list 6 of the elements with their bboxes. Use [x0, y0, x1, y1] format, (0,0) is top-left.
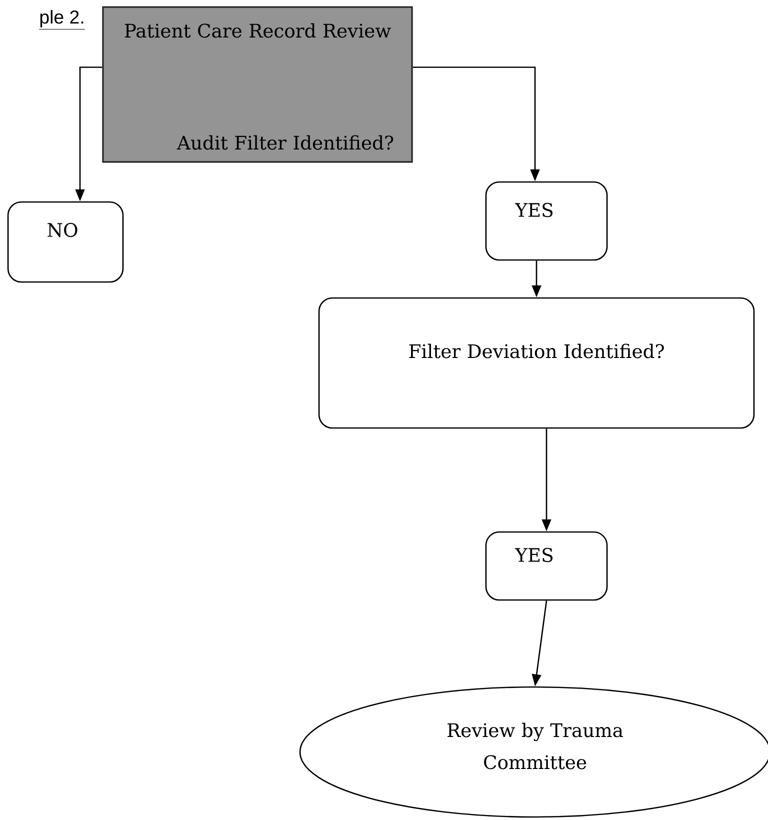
rounded-box: Filter Deviation Identified? — [318, 297, 755, 429]
rounded-box: YES — [485, 531, 608, 601]
process-box: Patient Care Record Review Audit Filter Identified? — [102, 6, 413, 163]
rounded-box: YES — [485, 181, 608, 261]
rounded-box: NO — [7, 201, 124, 283]
heading-label: ple 2. — [38, 10, 86, 30]
